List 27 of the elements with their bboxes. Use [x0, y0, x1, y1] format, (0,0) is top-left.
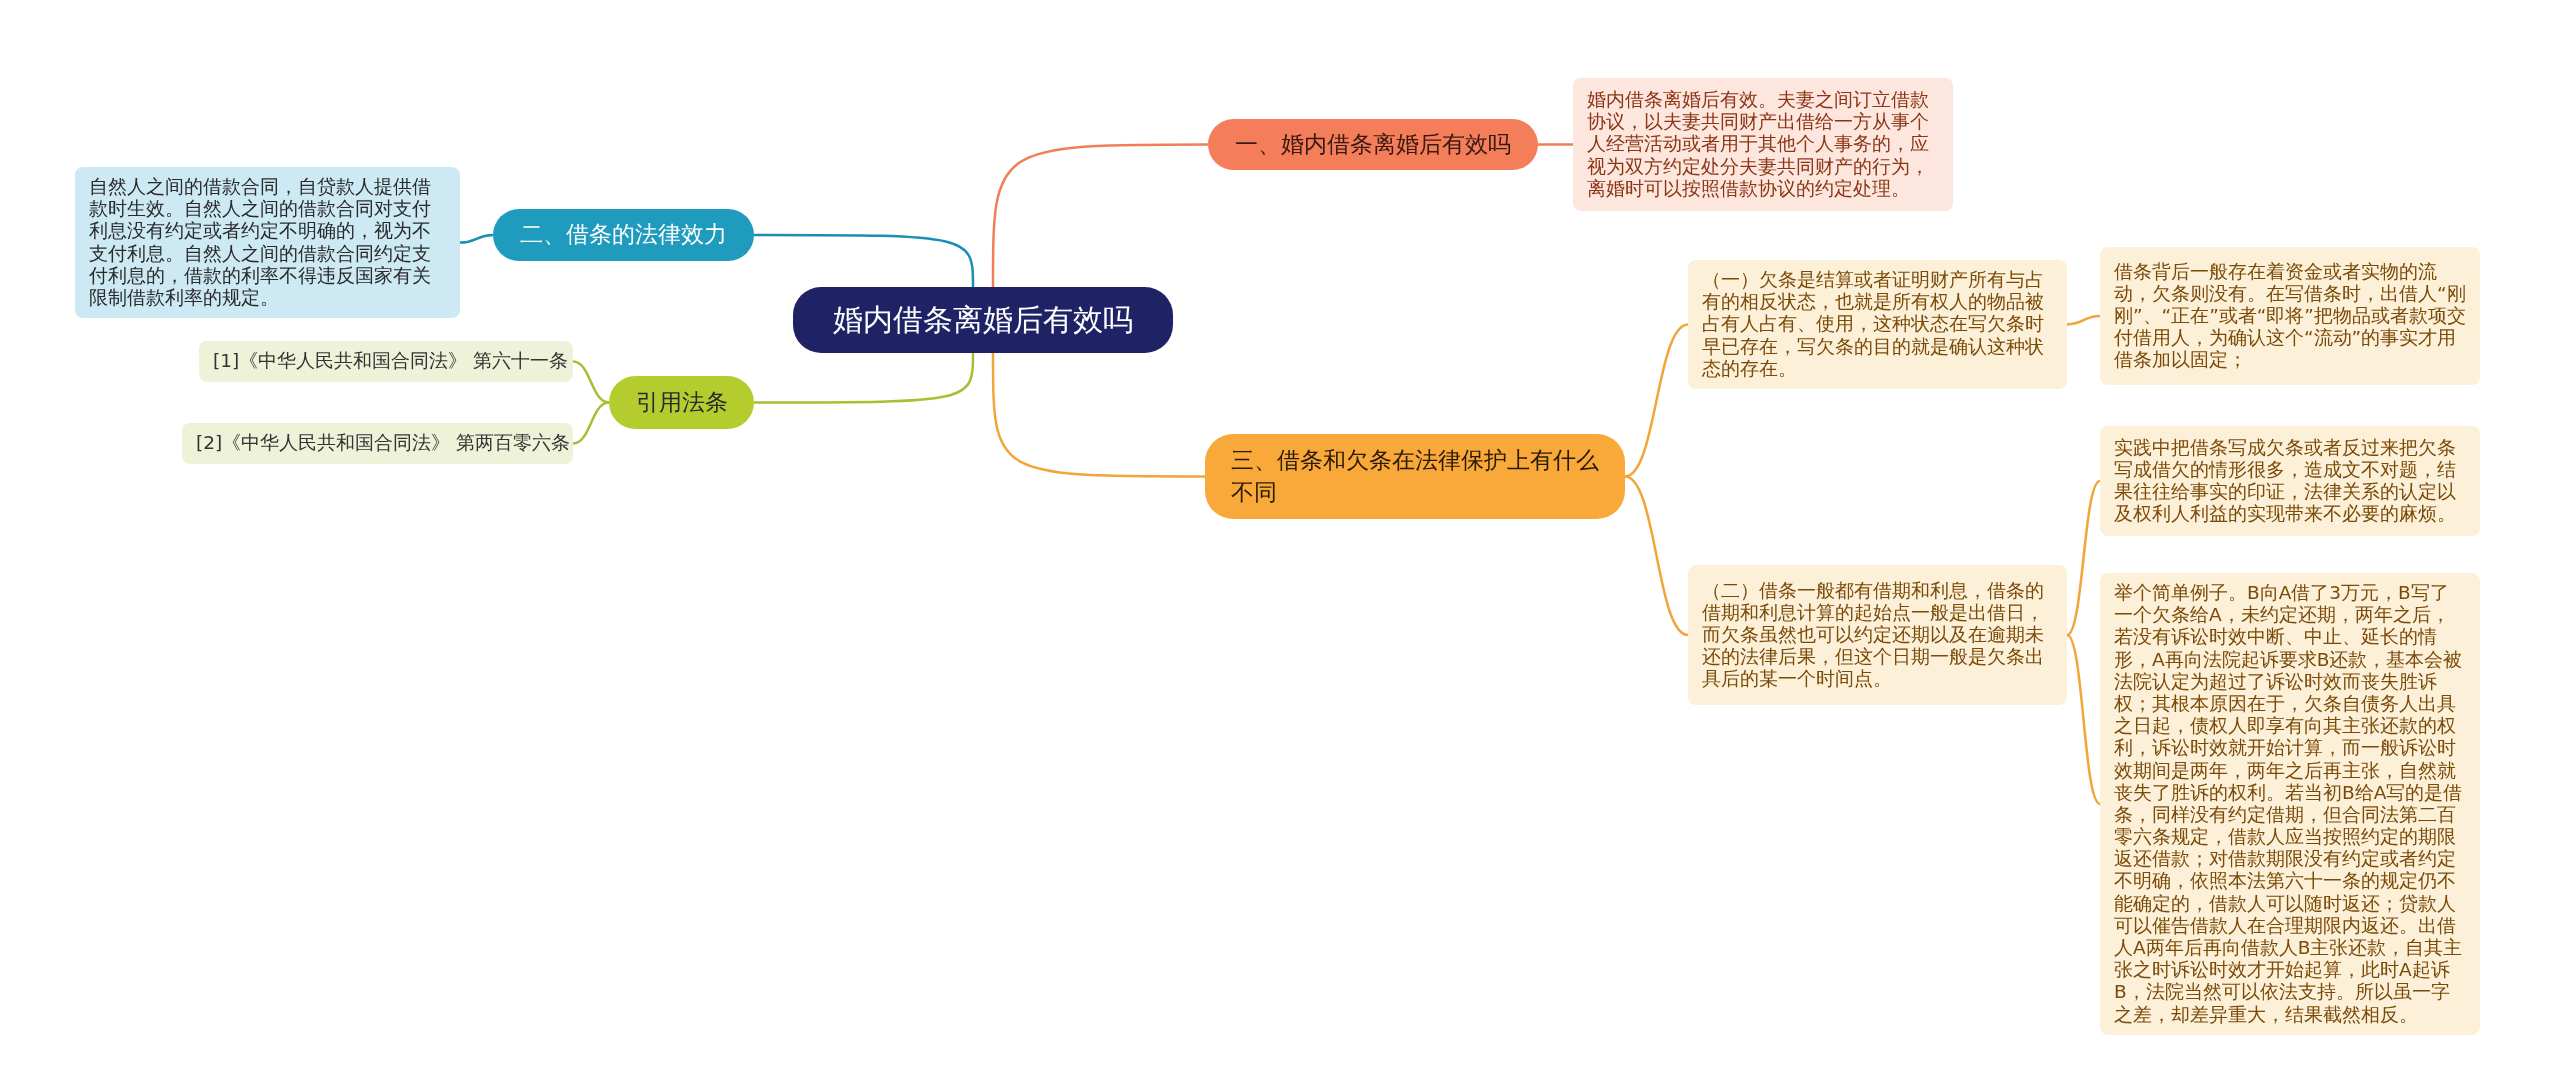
connector-line	[1624, 475, 1689, 637]
note-box: 自然人之间的借款合同，自贷款人提供借款时生效。自然人之间的借款合同对支付利息没有约定或者约定不明确的，视为不支付利息。自然人之间的借款合同约定支付利息的，借款的利率不得违反国家有关限制借款利率的规定。	[75, 167, 460, 319]
note-box: （二）借条一般都有借期和利息，借条的借期和利息计算的起始点一般是出借日，而欠条虽然也可以约定还期以及在逾期未还的法律后果，但这个日期一般是欠条出具后的某一个时间点。	[1688, 565, 2067, 705]
note-box: 婚内借条离婚后有效。夫妻之间订立借款协议，以夫妻共同财产出借给一方从事个人经营活动或者用于其他个人事务的，应视为双方约定处分夫妻共同财产的行为，离婚时可以按照借款协议的约定处理。	[1573, 78, 1953, 211]
connector-line	[572, 401, 610, 445]
note-box: （一）欠条是结算或者证明财产所有与占有的相反状态，也就是所有权人的物品被占有人占有、使用，这种状态在写欠条时早已存在，写欠条的目的就是确认这种状态的存在。	[1688, 260, 2067, 389]
topic-pill: 二、借条的法律效力	[493, 209, 754, 261]
connector-line	[1624, 323, 1689, 478]
note-box: 借条背后一般存在着资金或者实物的流动，欠条则没有。在写借条时，出借人“刚刚”、“正在”或者“即将”把物品或者款项交付借用人，为确认这个“流动”的事实才用借条加以固定；	[2100, 247, 2480, 385]
connector-line	[459, 233, 494, 244]
note-box: 实践中把借条写成欠条或者反过来把欠条写成借欠的情形很多，造成文不对题，结果往往给事实的印证，法律关系的认定以及权利人利益的实现带来不必要的麻烦。	[2100, 426, 2480, 536]
connector-line	[991, 143, 1208, 287]
topic-pill: 三、借条和欠条在法律保护上有什么不同	[1205, 434, 1625, 519]
connector-line	[572, 360, 610, 404]
connector-line	[754, 233, 975, 287]
reference-box: [1]《中华人民共和国合同法》 第六十一条	[199, 341, 573, 382]
connector-line	[991, 353, 1205, 478]
central-topic: 婚内借条离婚后有效吗	[793, 287, 1173, 353]
connector-line	[2066, 634, 2101, 805]
reference-box: [2]《中华人民共和国合同法》 第两百零六条	[182, 423, 573, 464]
connector-line	[1538, 143, 1573, 146]
connector-line	[2066, 314, 2101, 326]
connector-line	[2066, 480, 2101, 636]
topic-pill: 引用法条	[609, 376, 754, 429]
note-box: 举个简单例子。B向A借了3万元，B写了一个欠条给A，未约定还期，两年之后，若没有诉讼时效中断、中止、延长的情形，A再向法院起诉要求B还款，基本会被法院认定为超过了诉讼时效而丧失胜诉权；其根本原因在于，欠条自债务人出具之日起，债权人即享有向其主张还款的权利，诉讼时效就开始计算，而一般诉讼时效期间是两年，两年之后再主张，自然就丧失了胜诉的权利。若当初B给A写的是借条，同样没有约定借期，但合同法第二百零六条规定，借款人应当按照约定的期限返还借款；对借款期限没有约定或者约定不明确，依照本法第六十一条的规定仍不能确定的，借款人可以随时返还；贷款人可以催告借款人在合理期限内返还。出借人A两年后再向借款人B主张还款，自其主张之时诉讼时效才开始起算，此时A起诉B，法院当然可以依法支持。所以虽一字之差，却差异重大，结果截然相反。	[2100, 573, 2480, 1035]
topic-pill: 一、婚内借条离婚后有效吗	[1208, 119, 1538, 170]
connector-line	[754, 353, 975, 404]
